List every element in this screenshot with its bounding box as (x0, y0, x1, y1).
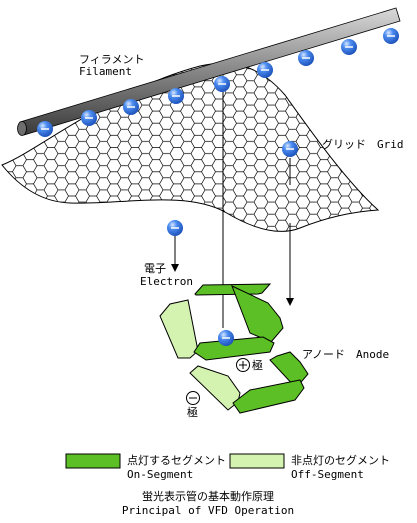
legend-off-swatch (229, 453, 285, 469)
plus-circle-icon (236, 358, 250, 372)
segment-middle (193, 336, 275, 361)
anode-label: アノード Anode (302, 348, 389, 361)
caption-title-en: Principal of VFD Operation (122, 504, 294, 517)
electron-icon (257, 62, 273, 78)
segment-bottom (232, 379, 305, 414)
grid-label: グリッド Grid (322, 137, 404, 151)
filament-rod (17, 7, 401, 136)
electron-icon (218, 330, 234, 346)
legend: 点灯するセグメント On-Segment 非点灯のセグメント Off-Segme… (65, 453, 390, 481)
segment-bottom-left (189, 365, 241, 411)
segment-top (194, 283, 272, 296)
electron-icon (37, 121, 53, 137)
electron-icon (81, 110, 97, 126)
electron-icon (341, 39, 357, 55)
filament-label-ja: フィラメント (79, 53, 144, 66)
filament-electrons (37, 28, 399, 137)
electron-icon (167, 220, 183, 236)
electron-icon (168, 88, 184, 104)
legend-on-label-ja: 点灯するセグメント (127, 453, 226, 467)
electron-icon (282, 141, 298, 157)
electron-icon (123, 99, 139, 115)
electron-label-en: Electron (140, 275, 193, 288)
segment-top-left (159, 299, 199, 359)
filament-label-en: Filament (79, 65, 132, 78)
electron-label-ja: 電子 (144, 262, 166, 275)
electron-icon (214, 76, 230, 92)
grid-mesh (1, 62, 380, 232)
minus-circle-icon (186, 391, 200, 405)
plus-terminal-label: 極 (252, 358, 263, 372)
minus-terminal-label: 極 (187, 405, 198, 419)
anode-segments (159, 283, 309, 414)
legend-off-label-en: Off-Segment (291, 468, 364, 481)
caption-title-ja: 蛍光表示管の基本動作原理 (142, 489, 274, 503)
legend-off-label-ja: 非点灯のセグメント (291, 453, 390, 467)
electron-icon (298, 50, 314, 66)
segment-top-right (231, 285, 284, 343)
legend-on-label-en: On-Segment (127, 468, 193, 481)
legend-on-swatch (65, 453, 121, 469)
electron-icon (383, 28, 399, 44)
segment-bottom-right (269, 351, 309, 389)
